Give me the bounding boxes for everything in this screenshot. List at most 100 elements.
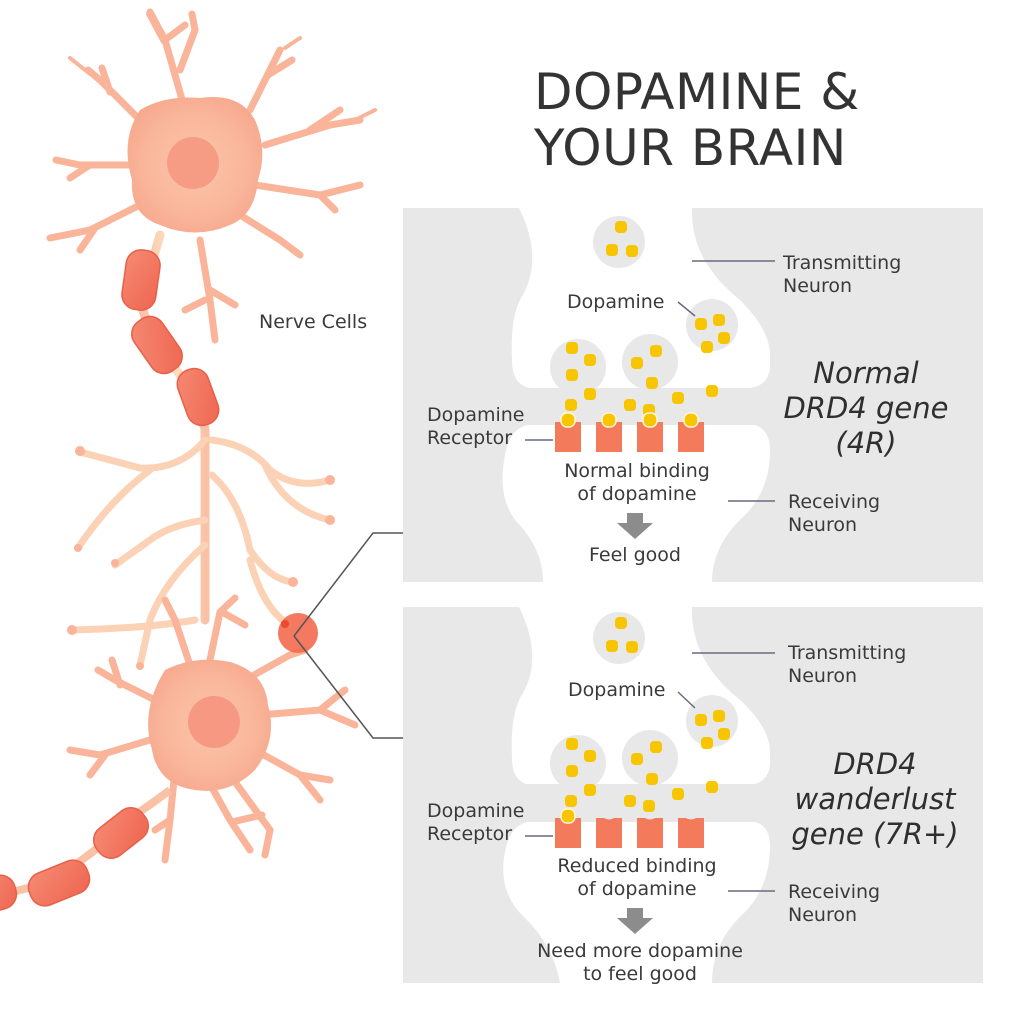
dopamine-molecule-icon (650, 741, 662, 753)
label-line: of dopamine (577, 483, 697, 505)
dopamine-molecule-icon (650, 345, 662, 357)
dopamine-receptor-icon (596, 818, 622, 848)
outcome-label: Need more dopamine to feel good (520, 940, 760, 986)
nerve-cells-label: Nerve Cells (259, 311, 368, 333)
gene-line: wanderlust (794, 782, 956, 816)
dopamine-molecule-icon (565, 399, 577, 411)
arrow-down-icon (617, 513, 653, 539)
dopamine-receptor-icon (555, 422, 581, 452)
label-line: Normal binding (564, 460, 710, 482)
label-line: Neuron (788, 904, 858, 926)
transmitting-neuron-label: Transmitting Neuron (788, 642, 906, 688)
gene-line: DRD4 (833, 747, 917, 781)
label-line: Feel good (589, 544, 681, 566)
bound-dopamine-icon (683, 412, 699, 428)
gene-line: gene (7R+) (791, 817, 959, 851)
panel-gap (543, 582, 712, 607)
dopamine-molecule-icon (718, 332, 730, 344)
dopamine-receptor-icon (637, 818, 663, 848)
dopamine-molecule-icon (646, 377, 658, 389)
nucleus-top-icon (167, 137, 219, 189)
neuron-top-icon (46, 8, 377, 344)
dopamine-molecule-icon (565, 795, 577, 807)
myelin-sheath-bottom-icon (0, 807, 150, 912)
receiving-neuron-label: Receiving Neuron (788, 491, 880, 537)
dopamine-molecule-icon (695, 714, 707, 726)
label-line: Receptor (427, 427, 513, 449)
axon-terminal-knob-icon (67, 446, 335, 670)
gene-line: DRD4 gene (783, 391, 949, 425)
dopamine-receptor-icon (596, 422, 622, 452)
vesicle-icon (622, 730, 678, 786)
bound-dopamine-icon (560, 412, 576, 428)
vesicle-icon (550, 339, 606, 395)
dopamine-molecule-icon (566, 369, 578, 381)
vesicle-icon (622, 334, 678, 390)
label-line: Neuron (788, 514, 858, 536)
dopamine-receptor-label: Dopamine Receptor (427, 404, 524, 450)
dopamine-molecule-icon (643, 800, 655, 812)
synapse-panel-wanderlust (403, 607, 983, 983)
synapse-magnifier-icon (278, 613, 318, 653)
label-line: Receiving (788, 881, 881, 903)
dopamine-label: Dopamine (567, 291, 665, 313)
label-line: Dopamine (427, 800, 525, 822)
bound-dopamine-icon (642, 412, 658, 428)
dopamine-molecule-icon (701, 341, 713, 353)
receiving-neuron-label: Receiving Neuron (788, 881, 880, 927)
dopamine-molecule-icon (701, 737, 713, 749)
dopamine-molecule-icon (631, 357, 643, 369)
dopamine-molecule-icon (626, 641, 638, 653)
gene-line: (4R) (835, 426, 897, 460)
dopamine-molecule-icon (713, 710, 725, 722)
label-line: Dopamine (427, 404, 525, 426)
label-line: Neuron (788, 665, 858, 687)
synaptic-cleft (500, 388, 780, 425)
dopamine-receptor-label: Dopamine Receptor (427, 800, 524, 846)
dopamine-molecule-icon (631, 753, 643, 765)
dopamine-receptor-icon (678, 422, 704, 452)
gene-line: Normal (813, 356, 919, 390)
dopamine-molecule-icon (695, 318, 707, 330)
dopamine-receptor-icon (555, 818, 581, 848)
dopamine-molecule-icon (584, 354, 596, 366)
leader-lines (525, 260, 775, 892)
dopamine-molecule-icon (706, 781, 718, 793)
nucleus-bottom-icon (188, 696, 240, 748)
dopamine-molecule-icon (584, 750, 596, 762)
label-line: Reduced binding (557, 855, 717, 877)
label-line: Neuron (783, 275, 853, 297)
dopamine-molecule-icon (606, 640, 618, 652)
dopamine-molecule-icon (713, 314, 725, 326)
transmitting-neuron-label: Transmitting Neuron (783, 252, 901, 298)
bound-dopamine-icon (560, 808, 576, 824)
label-line: Receiving (788, 491, 881, 513)
dopamine-label: Dopamine (568, 679, 666, 701)
dopamine-molecule-icon (672, 788, 684, 800)
dopamine-molecule-icon (566, 738, 578, 750)
outcome-label: Feel good (545, 544, 725, 567)
callout-line-top (293, 532, 403, 637)
arrow-down-icon (617, 908, 653, 934)
label-line: Receptor (427, 823, 513, 845)
binding-label: Reduced binding of dopamine (537, 855, 737, 901)
page-title: DOPAMINE & YOUR BRAIN (534, 64, 894, 176)
label-line: to feel good (583, 963, 697, 985)
dopamine-molecule-icon (706, 385, 718, 397)
label-line: Transmitting (783, 252, 902, 274)
title-line-2: YOUR BRAIN (534, 119, 847, 177)
myelin-sheath-icon (121, 249, 220, 427)
title-line-1: DOPAMINE & (534, 63, 860, 121)
dopamine-molecule-icon (624, 399, 636, 411)
dopamine-receptor-icon (637, 422, 663, 452)
axon-terminal-icon (68, 436, 334, 669)
bound-dopamine-icon (601, 412, 617, 428)
gene-label-wanderlust: DRD4 wanderlust gene (7R+) (775, 747, 975, 852)
dopamine-molecule-icon (718, 728, 730, 740)
binding-label: Normal binding of dopamine (547, 460, 727, 506)
dopamine-molecule-icon (584, 388, 596, 400)
dopamine-molecule-icon (566, 765, 578, 777)
dopamine-molecule-icon (624, 795, 636, 807)
dopamine-molecule-icon (646, 773, 658, 785)
